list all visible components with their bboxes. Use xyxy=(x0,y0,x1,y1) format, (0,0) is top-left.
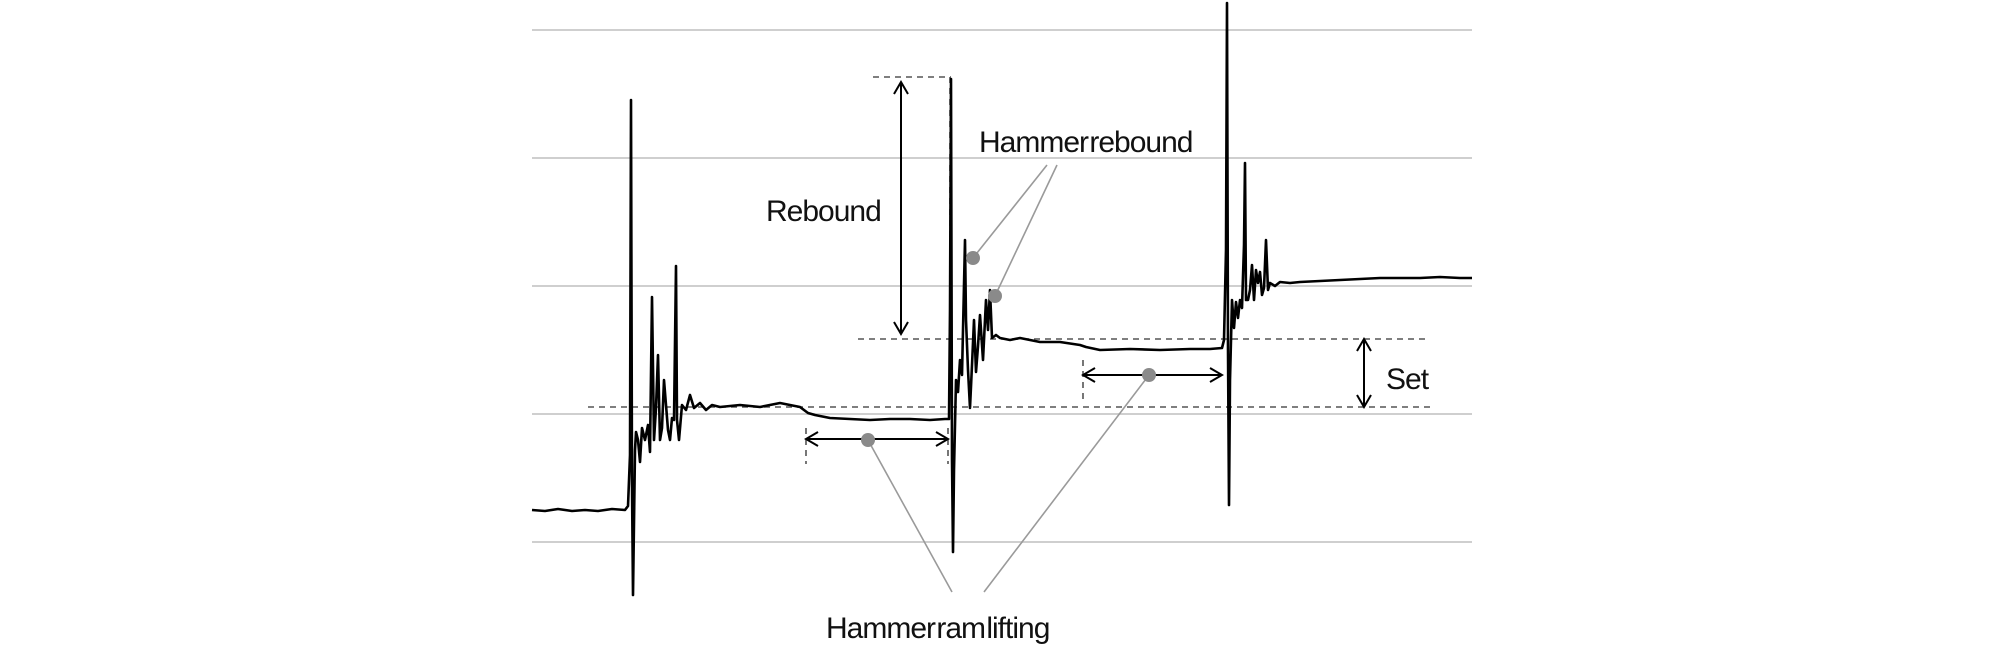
set-arrow xyxy=(1356,337,1372,409)
lift-interval-arrow-1 xyxy=(804,431,950,447)
rebound-label: Rebound xyxy=(766,195,881,228)
rebound-arrow xyxy=(893,80,909,336)
hammer-rebound-marker-1 xyxy=(966,251,980,265)
lift-marker-2 xyxy=(1142,368,1156,382)
grid xyxy=(532,29,1472,543)
hammer-rebound-label: Hammer rebound xyxy=(979,126,1192,159)
lift-marker-1 xyxy=(861,433,875,447)
markers xyxy=(861,251,1156,447)
leader-lines xyxy=(867,164,1150,593)
hammer-ram-lifting-label: Hammer ram lifting xyxy=(826,612,1049,645)
set-label: Set xyxy=(1386,363,1430,396)
signal-trace xyxy=(531,1,1472,597)
hammer-rebound-marker-2 xyxy=(988,289,1002,303)
